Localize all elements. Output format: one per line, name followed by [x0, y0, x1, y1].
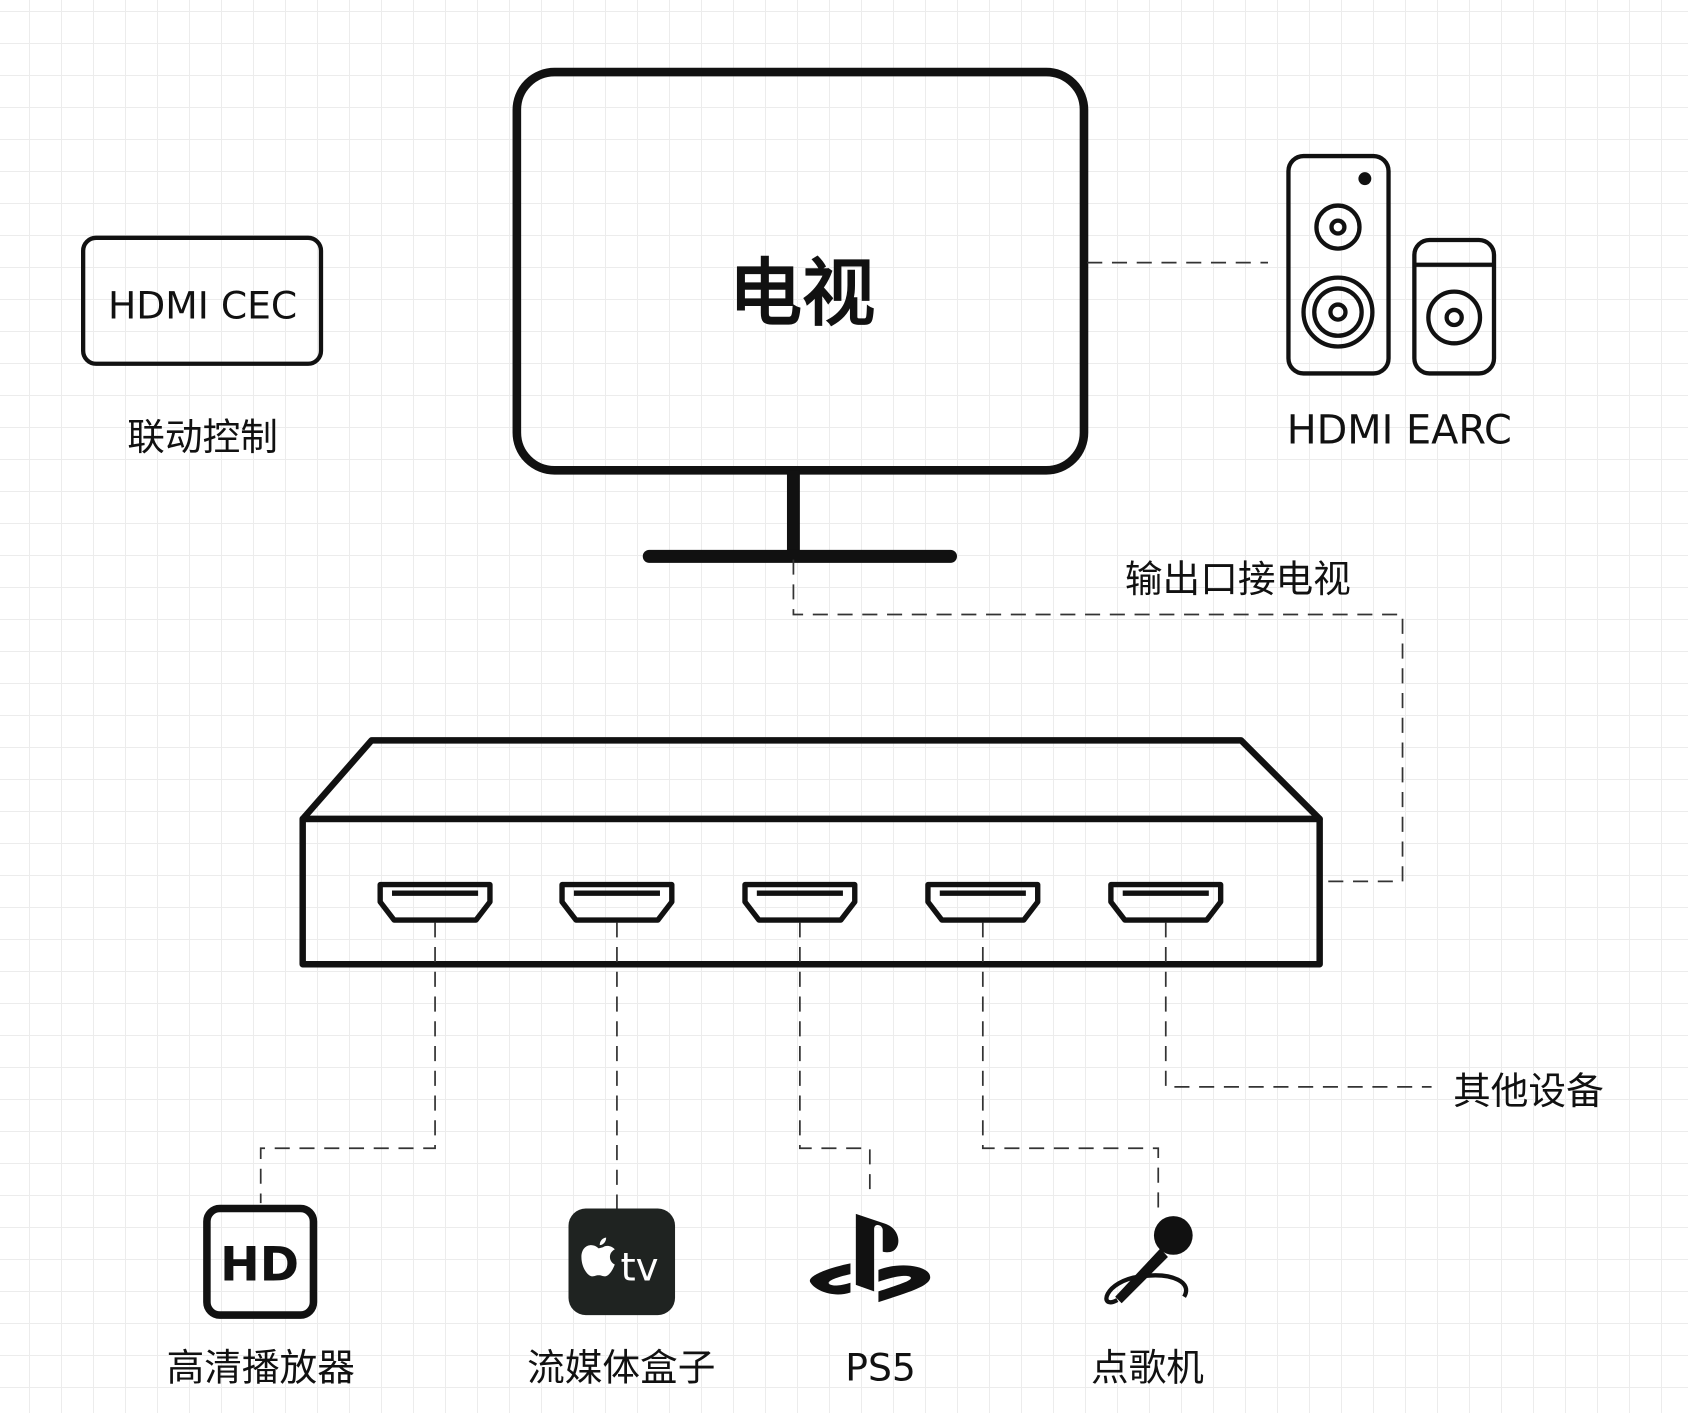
svg-text:HD: HD	[220, 1238, 299, 1293]
connector-5	[1164, 922, 1432, 1088]
hdmi-port-4	[925, 881, 1041, 923]
speaker-icon	[1286, 153, 1497, 376]
device-label-ps5: PS5	[845, 1346, 916, 1390]
apple-tv-icon: tv	[568, 1208, 676, 1316]
hd-player-icon: HD	[203, 1204, 318, 1319]
other-label: 其他设备	[1453, 1069, 1604, 1113]
hdmi-port-1	[377, 881, 493, 923]
hdmi-switch	[299, 737, 1323, 968]
cec-box-label: HDMI CEC	[108, 284, 297, 328]
hdmi-port-2	[559, 881, 675, 923]
connector-3	[799, 922, 871, 1197]
playstation-icon	[809, 1213, 931, 1303]
cec-caption: 联动控制	[127, 415, 278, 459]
hdmi-port-5	[1108, 881, 1224, 923]
microphone-icon	[1104, 1216, 1193, 1305]
hdmi-cec-box: HDMI CEC	[81, 235, 324, 366]
tv: 电视	[512, 67, 1089, 563]
device-label-hd-player: 高清播放器	[167, 1346, 355, 1390]
output-connector	[792, 559, 1404, 883]
device-label-streaming-box: 流媒体盒子	[527, 1346, 715, 1390]
output-label: 输出口接电视	[1125, 557, 1351, 601]
connector-1	[259, 922, 436, 1204]
svg-text:tv: tv	[620, 1246, 658, 1291]
connector-4	[981, 922, 1160, 1211]
hdmi-port-3	[742, 881, 858, 923]
tv-label: 电视	[729, 252, 875, 337]
device-label-karaoke: 点歌机	[1091, 1346, 1204, 1390]
earc-label: HDMI EARC	[1287, 407, 1512, 453]
